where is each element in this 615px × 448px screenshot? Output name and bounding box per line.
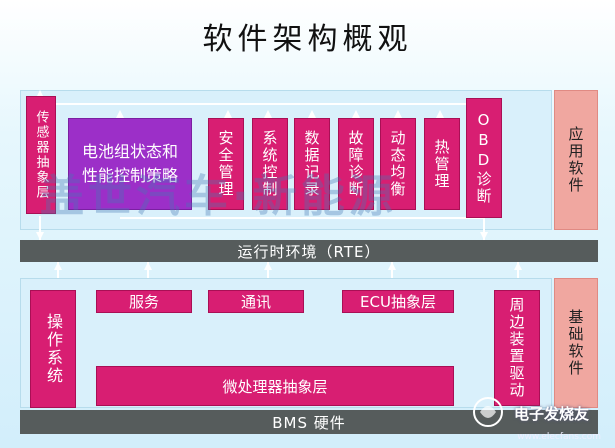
elecfans-logo-icon	[473, 397, 503, 427]
block-services: 服务	[96, 290, 192, 313]
block-mcu-abstraction: 微处理器抽象层	[96, 366, 454, 406]
block-system-control: 系统控制	[252, 118, 288, 210]
app-layer-side-label: 应用软件	[554, 90, 598, 230]
logo-url: www.elecfans.com	[517, 432, 601, 442]
block-data-logging: 数据记录	[294, 118, 330, 210]
block-safety-management: 安全管理	[208, 118, 244, 210]
diagram-title: 软件架构概观	[202, 22, 413, 57]
block-thermal-management: 热管理	[424, 118, 460, 210]
block-sensor-abstraction: 传感器抽象层	[26, 96, 56, 214]
base-layer-side-label: 基础软件	[554, 278, 598, 408]
watermark: 盖世汽车·新能源	[40, 171, 397, 222]
block-peripheral-drivers: 周边装置驱动	[494, 290, 540, 406]
block-dynamic-balancing: 动态均衡	[380, 118, 416, 210]
block-operating-system: 操作系统	[30, 290, 76, 408]
block-battery-strategy: 电池组状态和性能控制策略	[68, 118, 192, 210]
bms-hardware-bar: BMS 硬件	[20, 410, 598, 434]
rte-bar: 运行时环境（RTE）	[20, 240, 598, 262]
block-obd-diagnosis: OBD诊断	[466, 98, 502, 218]
block-communication: 通讯	[208, 290, 304, 313]
logo-name: 电子发烧友	[513, 405, 589, 423]
block-ecu-abstraction: ECU抽象层	[342, 290, 454, 313]
block-fault-diagnosis: 故障诊断	[338, 118, 374, 210]
